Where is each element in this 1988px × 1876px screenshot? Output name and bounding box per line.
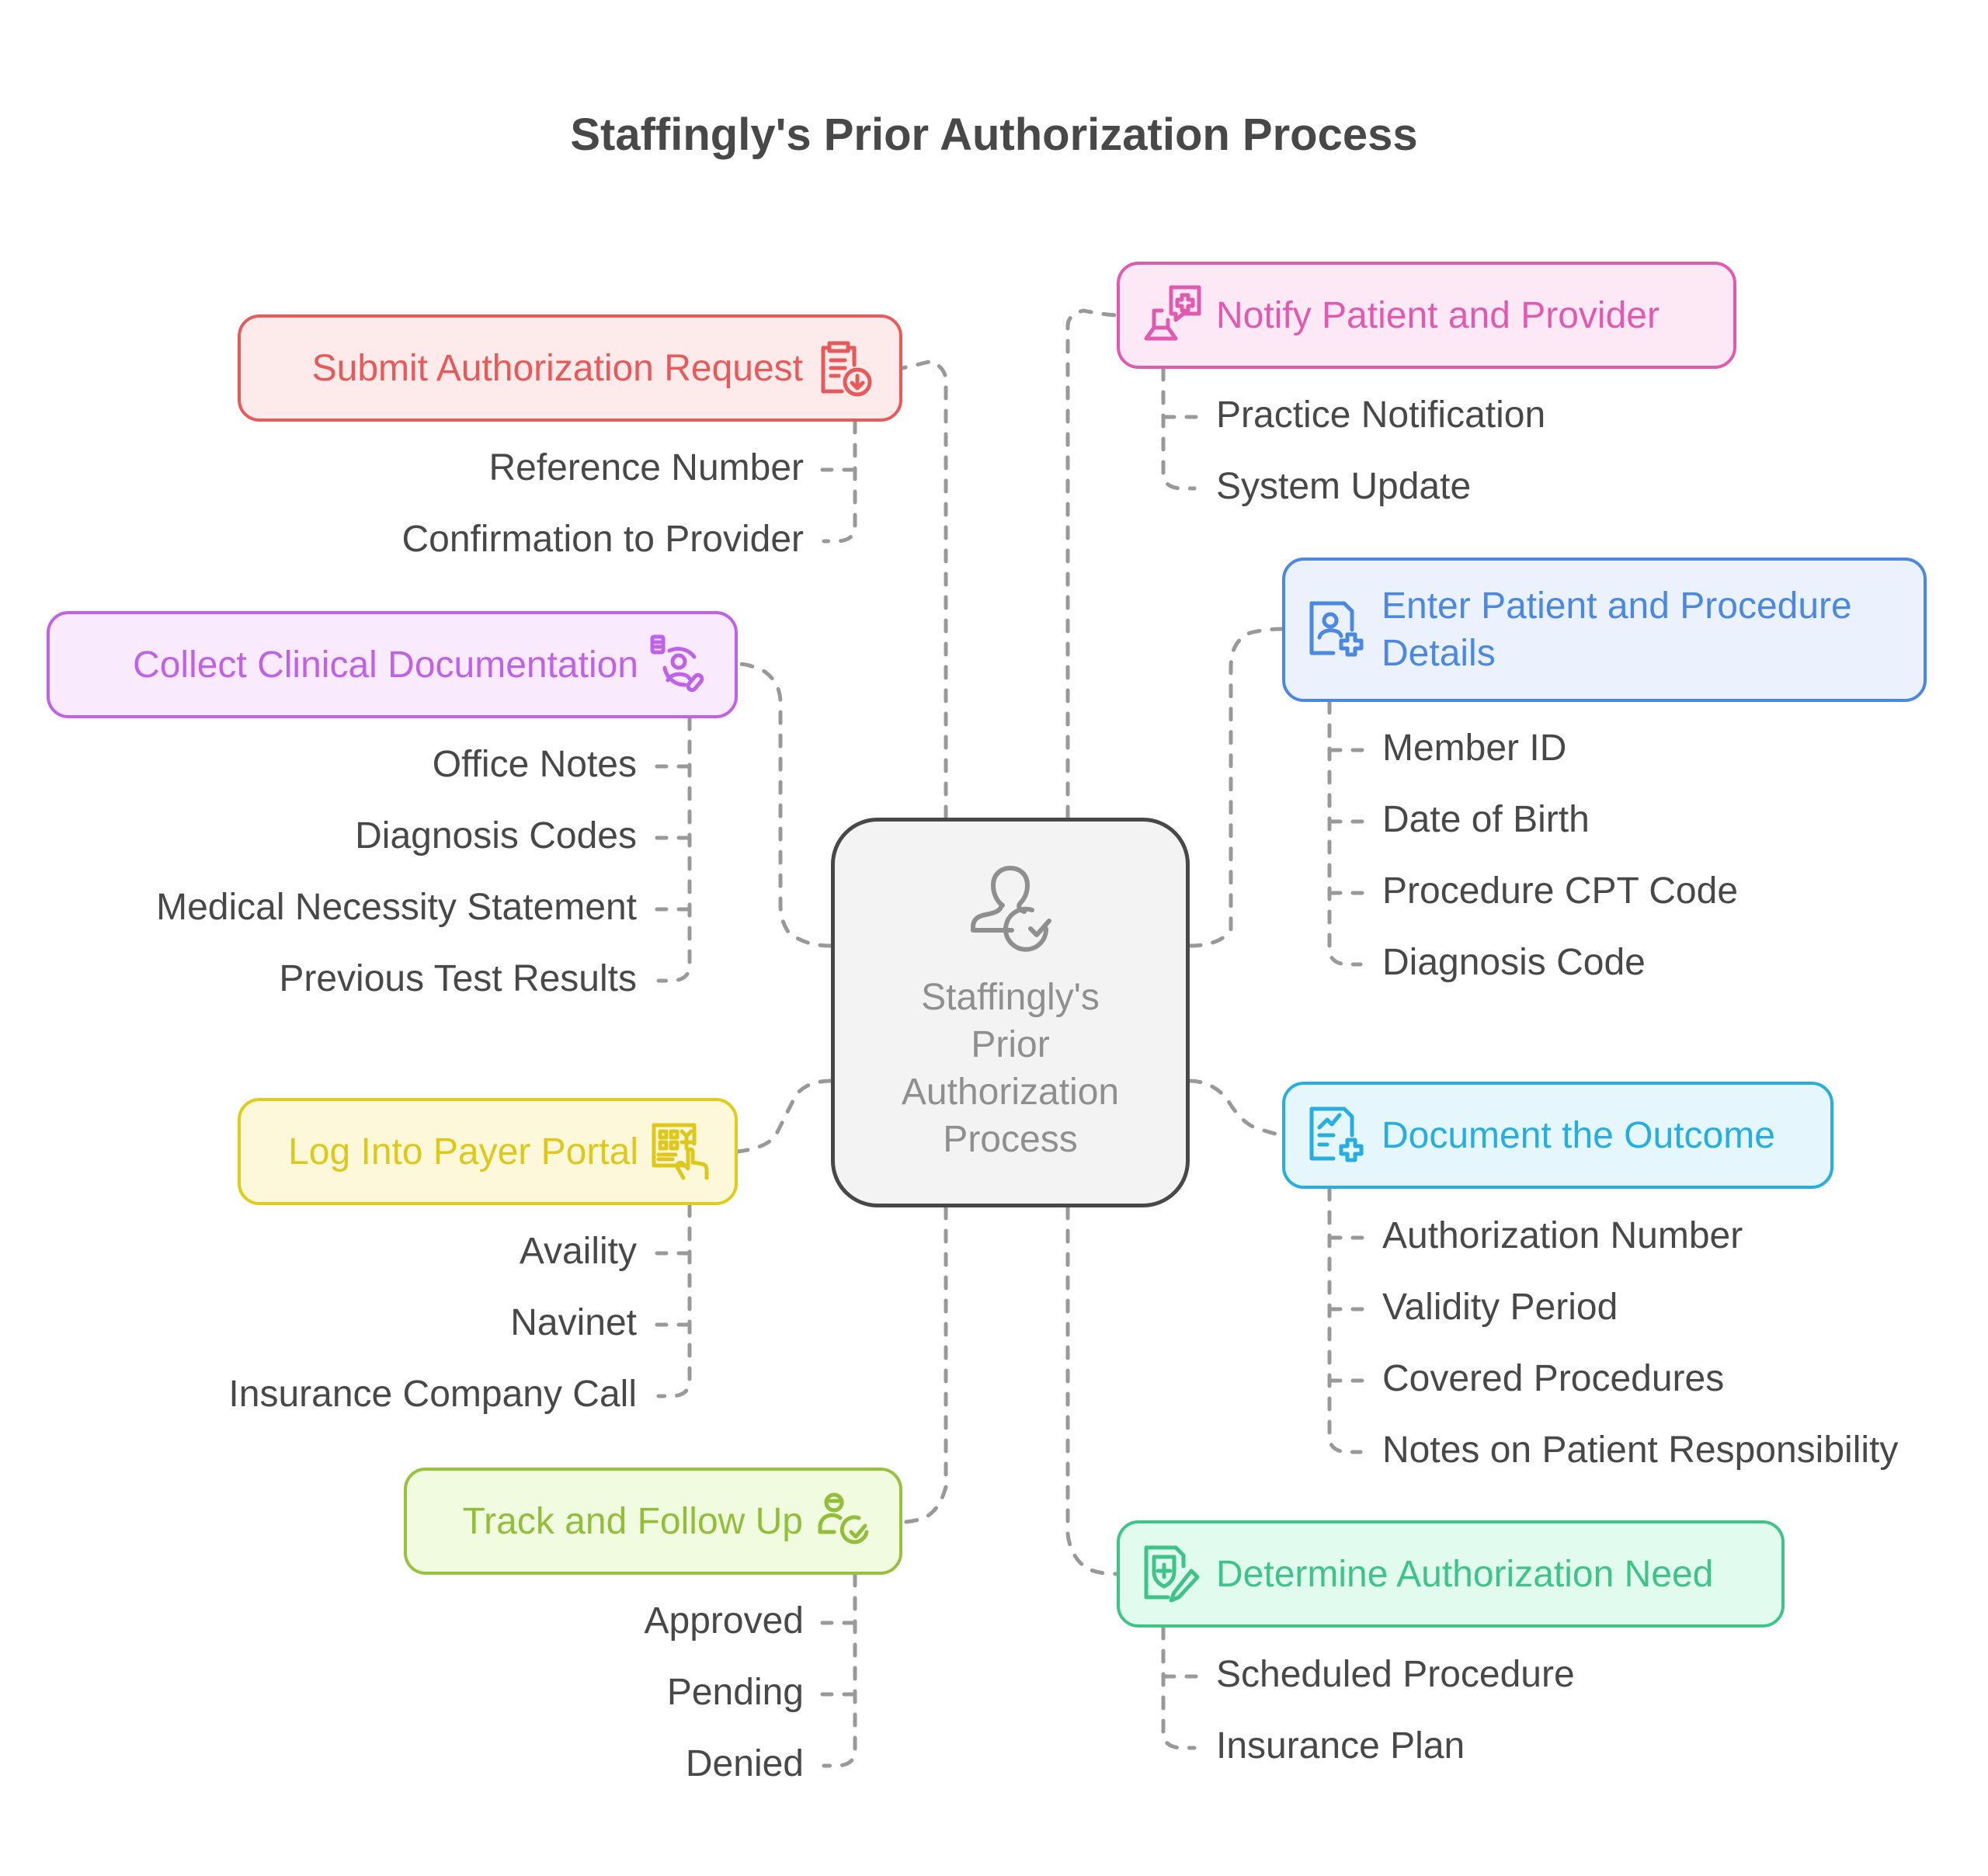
leaf-practice-notification: Practice Notification xyxy=(1216,394,1546,436)
branch-track-and-follow-up[interactable]: Track and Follow Up xyxy=(404,1468,902,1575)
medical-chat-icon xyxy=(1144,285,1201,341)
connector-center-document xyxy=(1187,1079,1284,1138)
connector-collect-leaves-spine xyxy=(656,716,692,983)
leaf-availity: Availity xyxy=(519,1231,637,1272)
connector-submit-leaves-spine xyxy=(822,419,857,544)
leaf-confirmation-to-provider: Confirmation to Provider xyxy=(401,519,804,560)
leaf-date-of-birth: Date of Birth xyxy=(1382,799,1590,840)
leaf-office-notes: Office Notes xyxy=(432,744,637,785)
branch-label: Document the Outcome xyxy=(1382,1114,1775,1156)
leaf-previous-test-results: Previous Test Results xyxy=(279,958,637,999)
connector-center-collect xyxy=(735,662,833,948)
leaf-validity-period: Validity Period xyxy=(1382,1287,1618,1328)
report-add-icon xyxy=(1309,1106,1364,1162)
branch-label: Collect Clinical Documentation xyxy=(133,644,638,686)
connector-track-leaves-spine xyxy=(822,1572,857,1768)
branch-label: Notify Patient and Provider xyxy=(1216,294,1660,336)
connector-notify-leaves-spine xyxy=(1161,367,1197,491)
center-label-line: Prior xyxy=(971,1024,1050,1065)
patient-records-icon xyxy=(650,634,704,693)
diagram-title: Staffingly's Prior Authorization Process xyxy=(570,109,1418,160)
branch-collect-clinical-documentation[interactable]: Collect Clinical Documentation xyxy=(47,611,738,718)
leaf-navinet: Navinet xyxy=(510,1302,637,1343)
user-check-icon xyxy=(818,1492,869,1544)
center-node[interactable]: Staffingly's Prior Authorization Process xyxy=(831,818,1190,1207)
leaf-denied: Denied xyxy=(685,1743,804,1784)
leaf-member-id: Member ID xyxy=(1382,728,1567,769)
clipboard-download-icon xyxy=(821,341,872,397)
branch-determine-authorization-need[interactable]: Determine Authorization Need xyxy=(1117,1520,1785,1628)
keypad-touch-icon xyxy=(652,1123,709,1180)
leaf-authorization-number: Authorization Number xyxy=(1382,1215,1743,1256)
connector-center-determine xyxy=(1065,1205,1119,1576)
connector-center-submit xyxy=(900,359,948,820)
branch-label: Track and Follow Up xyxy=(462,1500,803,1542)
leaf-system-update: System Update xyxy=(1216,466,1472,507)
connector-center-track xyxy=(900,1205,948,1524)
connector-login-leaves-spine xyxy=(656,1203,692,1398)
branch-document-the-outcome[interactable]: Document the Outcome xyxy=(1282,1082,1833,1189)
connector-document-leaves-spine xyxy=(1327,1186,1363,1454)
leaf-insurance-company-call: Insurance Company Call xyxy=(228,1374,637,1415)
branch-notify-patient-and-provider[interactable]: Notify Patient and Provider xyxy=(1117,262,1736,369)
leaf-diagnosis-code: Diagnosis Code xyxy=(1382,942,1646,983)
leaf-scheduled-procedure: Scheduled Procedure xyxy=(1216,1654,1575,1695)
connector-center-enter xyxy=(1187,627,1284,948)
leaf-procedure-cpt-code: Procedure CPT Code xyxy=(1382,870,1739,912)
leaf-pending: Pending xyxy=(666,1672,804,1713)
connector-determine-leaves-spine xyxy=(1161,1625,1197,1750)
leaf-reference-number: Reference Number xyxy=(488,447,804,488)
leaf-medical-necessity-statement: Medical Necessity Statement xyxy=(156,887,637,928)
branch-label: Determine Authorization Need xyxy=(1216,1553,1714,1595)
branch-label-line: Enter Patient and Procedure xyxy=(1382,585,1852,627)
branch-label-line: Details xyxy=(1382,633,1496,674)
center-label-line: Authorization xyxy=(901,1072,1120,1113)
patient-file-add-icon xyxy=(1309,601,1364,657)
leaf-diagnosis-codes: Diagnosis Codes xyxy=(355,815,637,856)
branch-label: Log Into Payer Portal xyxy=(288,1131,638,1172)
connector-center-login xyxy=(735,1079,833,1154)
branch-label: Enter Patient and Procedure Details xyxy=(1382,582,1852,677)
branch-label: Submit Authorization Request xyxy=(311,347,803,389)
branch-submit-authorization-request[interactable]: Submit Authorization Request xyxy=(238,314,902,422)
branch-log-into-payer-portal[interactable]: Log Into Payer Portal xyxy=(238,1098,738,1205)
shield-document-edit-icon xyxy=(1144,1545,1200,1603)
branch-enter-patient-and-procedure-details[interactable]: Enter Patient and Procedure Details xyxy=(1282,558,1927,702)
connector-enter-leaves-spine xyxy=(1327,700,1363,967)
leaf-approved: Approved xyxy=(644,1600,804,1642)
center-label-line: Staffingly's xyxy=(921,977,1100,1018)
center-label-line: Process xyxy=(943,1119,1078,1160)
leaf-insurance-plan: Insurance Plan xyxy=(1216,1725,1465,1767)
leaf-notes-on-patient-responsibility: Notes on Patient Responsibility xyxy=(1382,1430,1899,1471)
center-label: Staffingly's Prior Authorization Process xyxy=(855,974,1166,1163)
leaf-covered-procedures: Covered Procedures xyxy=(1382,1358,1725,1399)
user-check-icon xyxy=(971,866,1051,952)
connector-center-notify xyxy=(1065,308,1119,820)
